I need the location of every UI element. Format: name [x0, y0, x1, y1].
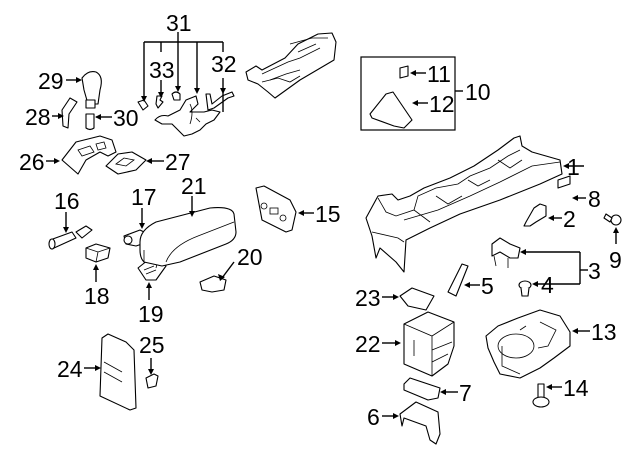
part-31-shifter-assembly	[137, 91, 235, 137]
callout-20: 20	[237, 244, 263, 270]
part-26-trim-panel	[61, 135, 117, 175]
part-27-trim-panel	[105, 151, 147, 175]
part-25-clip	[145, 373, 159, 389]
part-5-trim-strip	[447, 263, 469, 297]
callout-10: 10	[465, 79, 491, 105]
callout-29: 29	[38, 68, 64, 94]
callout-25: 25	[139, 332, 165, 358]
part-8-label	[557, 175, 571, 189]
callout-1: 1	[567, 154, 580, 180]
part-20-pad	[199, 275, 227, 293]
callout-19: 19	[138, 301, 164, 327]
part-13-cup-holder	[485, 309, 571, 379]
part-18-switch	[85, 243, 111, 263]
console-upper-panel	[245, 32, 337, 99]
part-9-screw	[603, 213, 622, 226]
callout-22: 22	[355, 331, 381, 357]
callout-24: 24	[57, 356, 83, 382]
callout-26: 26	[19, 149, 45, 175]
part-23-mat	[399, 287, 435, 311]
part-11-clip	[399, 65, 409, 79]
part-15-switch-bezel	[255, 185, 297, 233]
callout-6: 6	[367, 404, 380, 430]
callout-33: 33	[149, 57, 175, 83]
callout-18: 18	[84, 283, 110, 309]
part-30-bushing	[85, 113, 95, 131]
arrowheads	[54, 70, 619, 419]
part-28-trim	[61, 97, 78, 129]
callout-8: 8	[588, 186, 601, 212]
part-12-shift-boot	[369, 91, 413, 129]
callout-2: 2	[563, 206, 576, 232]
callout-23: 23	[355, 285, 381, 311]
callout-32: 32	[211, 51, 237, 77]
part-2-label-sticker	[523, 203, 547, 227]
part-29-shift-knob	[81, 71, 102, 109]
callout-30: 30	[113, 105, 139, 131]
callout-31: 31	[166, 10, 192, 36]
callout-5: 5	[481, 273, 494, 299]
part-16-lighter	[48, 225, 93, 250]
callout-16: 16	[54, 188, 80, 214]
part-6-bracket	[399, 401, 441, 445]
callout-4: 4	[541, 272, 554, 298]
callout-labels: 1 2 3 4 5 6 7 8 9 10 11 12 13 14 15 16 1…	[19, 10, 622, 430]
callout-12: 12	[429, 91, 455, 117]
callout-17: 17	[131, 184, 157, 210]
callout-7: 7	[459, 380, 472, 406]
callout-27: 27	[165, 149, 191, 175]
callout-15: 15	[315, 201, 341, 227]
part-21-armrest	[139, 207, 237, 267]
part-1-console-body	[365, 135, 563, 273]
callout-9: 9	[609, 247, 622, 273]
part-4-clip	[518, 280, 532, 297]
callout-3: 3	[588, 258, 601, 284]
callout-28: 28	[25, 104, 51, 130]
part-14-bolt	[532, 383, 550, 408]
part-3-bracket	[491, 237, 521, 268]
part-7-bracket	[403, 377, 441, 401]
part-24-side-panel	[99, 333, 137, 411]
callout-14: 14	[563, 375, 589, 401]
callout-21: 21	[181, 173, 207, 199]
callout-13: 13	[591, 319, 617, 345]
part-22-storage-box	[403, 311, 455, 377]
callout-11: 11	[427, 61, 451, 87]
